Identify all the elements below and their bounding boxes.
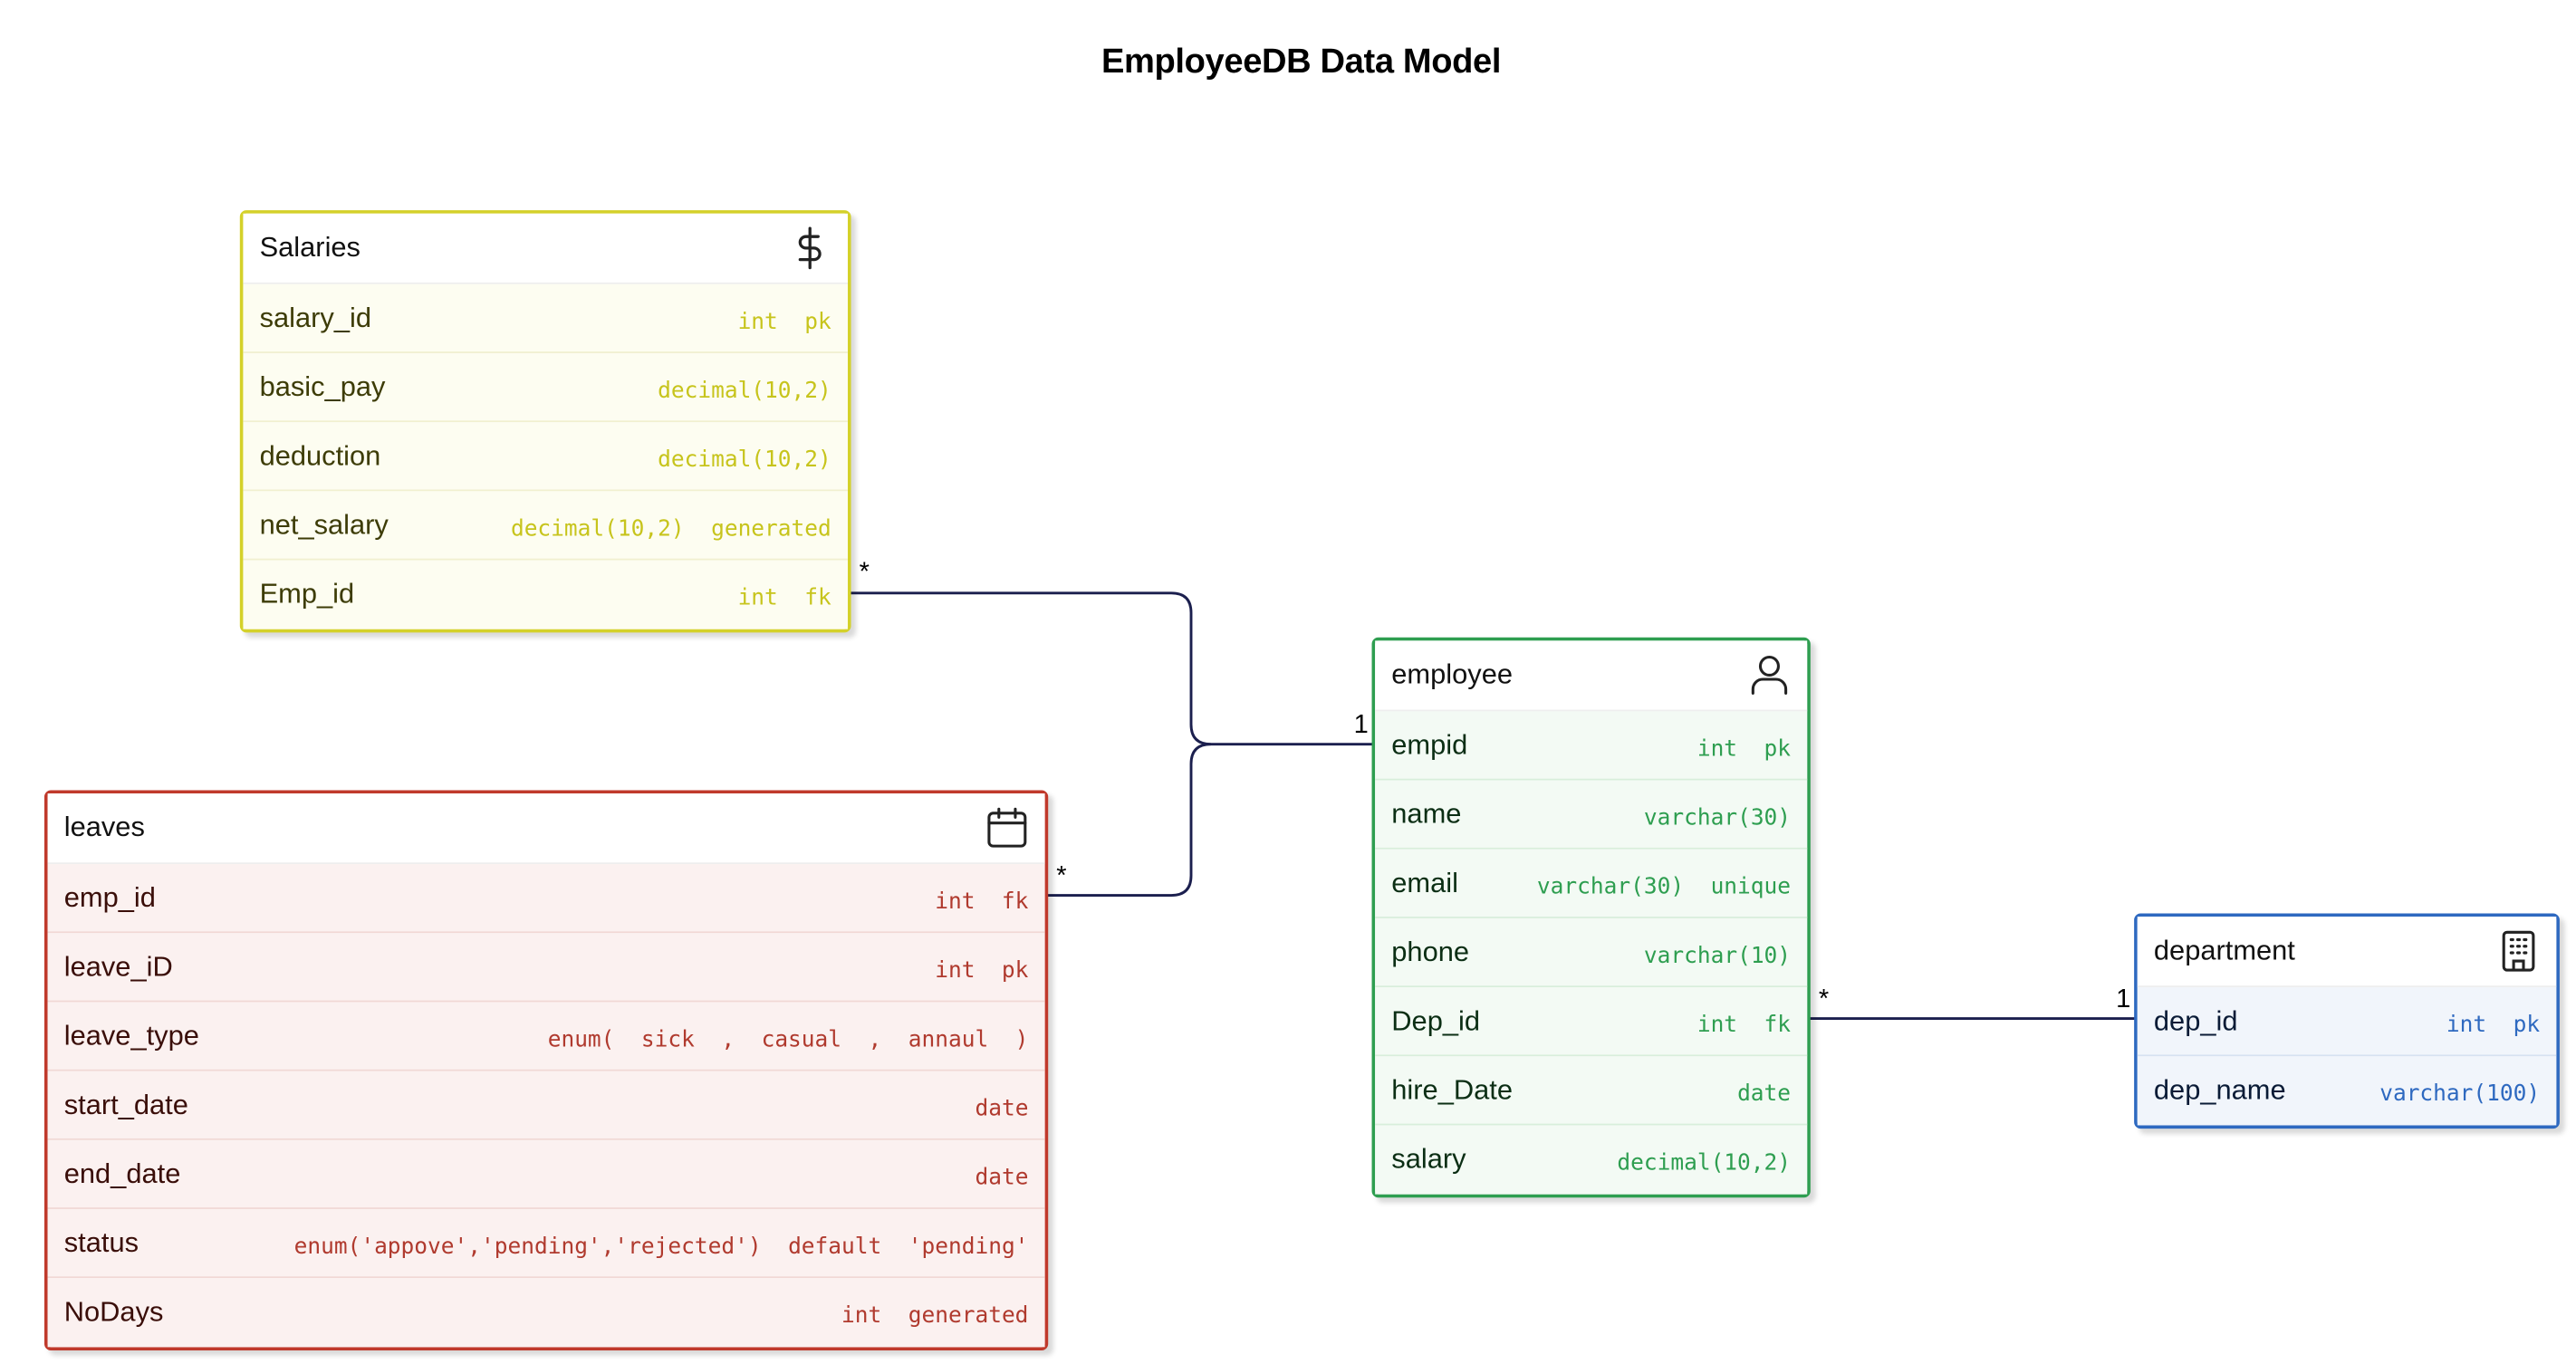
table-row[interactable]: email varchar(30) unique xyxy=(1375,849,1808,918)
column-type: varchar(30) unique xyxy=(1536,873,1792,900)
table-employee[interactable]: employee empid int pk name varchar(30) ema… xyxy=(1371,637,1811,1198)
column-name: Dep_id xyxy=(1391,1004,1481,1036)
column-type: decimal(10,2) xyxy=(658,377,831,404)
column-name: leave_iD xyxy=(63,950,173,982)
column-type: varchar(30) xyxy=(1643,803,1792,831)
cardinality-label: 1 xyxy=(1353,711,1369,740)
table-row[interactable]: dep_name varchar(100) xyxy=(2137,1056,2557,1126)
table-row[interactable]: net_salary decimal(10,2) generated xyxy=(243,491,848,561)
table-row[interactable]: status enum('appove','pending','rejected'… xyxy=(47,1208,1045,1279)
column-name: deduction xyxy=(259,439,381,471)
column-type: enum( sick , casual , annaul ) xyxy=(547,1025,1029,1052)
table-name: leaves xyxy=(63,812,145,843)
cardinality-label: * xyxy=(1056,862,1067,891)
column-name: email xyxy=(1391,866,1458,898)
table-row[interactable]: emp_id int fk xyxy=(47,864,1045,934)
column-type: enum('appove','pending','rejected') defa… xyxy=(293,1233,1029,1260)
column-name: salary_id xyxy=(259,301,372,333)
column-name: dep_id xyxy=(2153,1004,2238,1036)
table-header: Salaries xyxy=(243,213,848,284)
table-header: leaves xyxy=(47,793,1045,865)
column-name: phone xyxy=(1391,935,1470,967)
column-name: leave_type xyxy=(63,1019,199,1051)
column-type: decimal(10,2) xyxy=(1617,1149,1792,1177)
cardinality-label: 1 xyxy=(2116,985,2131,1014)
column-type: int pk xyxy=(1697,735,1792,762)
table-row[interactable]: deduction decimal(10,2) xyxy=(243,422,848,492)
column-name: dep_name xyxy=(2153,1074,2286,1106)
column-name: Emp_id xyxy=(259,578,355,610)
column-name: hire_Date xyxy=(1391,1073,1513,1105)
column-type: int generated xyxy=(841,1302,1029,1330)
table-row[interactable]: dep_id int pk xyxy=(2137,987,2557,1057)
table-name: Salaries xyxy=(259,231,360,264)
table-row[interactable]: NoDays int generated xyxy=(47,1278,1045,1348)
column-type: varchar(10) xyxy=(1643,942,1792,969)
table-department[interactable]: department dep_id int pk dep_name varchar(… xyxy=(2134,913,2560,1129)
column-type: varchar(100) xyxy=(2379,1081,2541,1108)
user-icon xyxy=(1748,654,1791,696)
table-row[interactable]: empid int pk xyxy=(1375,711,1808,781)
column-type: date xyxy=(1737,1080,1792,1107)
column-name: net_salary xyxy=(259,508,389,540)
column-name: status xyxy=(63,1226,139,1258)
column-type: int pk xyxy=(935,956,1029,984)
table-row[interactable]: hire_Date date xyxy=(1375,1056,1808,1126)
column-name: basic_pay xyxy=(259,370,386,402)
building-icon xyxy=(2497,930,2540,973)
calendar-icon xyxy=(985,807,1028,850)
table-row[interactable]: name varchar(30) xyxy=(1375,780,1808,850)
column-name: NoDays xyxy=(63,1296,164,1328)
table-row[interactable]: salary_id int pk xyxy=(243,283,848,353)
column-name: empid xyxy=(1391,728,1468,760)
table-row[interactable]: basic_pay decimal(10,2) xyxy=(243,352,848,423)
table-header: department xyxy=(2137,917,2557,988)
table-row[interactable]: start_date date xyxy=(47,1071,1045,1140)
table-row[interactable]: Emp_id int fk xyxy=(243,560,848,629)
column-type: date xyxy=(975,1094,1029,1121)
table-row[interactable]: leave_type enum( sick , casual , annaul ) xyxy=(47,1002,1045,1071)
dollar-icon xyxy=(789,226,831,270)
link-salaries-employee xyxy=(841,591,1382,746)
table-row[interactable]: salary decimal(10,2) xyxy=(1375,1125,1808,1195)
table-row[interactable]: Dep_id int fk xyxy=(1375,987,1808,1057)
column-name: end_date xyxy=(63,1157,181,1189)
column-type: int fk xyxy=(935,888,1029,915)
column-type: decimal(10,2) xyxy=(658,446,831,473)
table-name: employee xyxy=(1391,658,1513,690)
column-type: int pk xyxy=(737,308,831,335)
table-row[interactable]: phone varchar(10) xyxy=(1375,917,1808,988)
column-type: int fk xyxy=(737,584,831,611)
column-name: salary xyxy=(1391,1143,1466,1175)
column-type: decimal(10,2) generated xyxy=(510,514,831,542)
table-row[interactable]: end_date date xyxy=(47,1139,1045,1209)
cardinality-label: * xyxy=(1818,985,1830,1014)
column-type: int pk xyxy=(2446,1011,2541,1038)
column-type: int fk xyxy=(1697,1011,1792,1038)
column-name: name xyxy=(1391,797,1462,830)
table-header: employee xyxy=(1375,640,1808,712)
column-name: start_date xyxy=(63,1088,188,1120)
diagram-title: EmployeeDB Data Model xyxy=(1101,43,1502,81)
table-row[interactable]: leave_iD int pk xyxy=(47,933,1045,1003)
table-name: department xyxy=(2153,935,2295,966)
table-leaves[interactable]: leaves emp_id int fk leave_iD int pk leave… xyxy=(43,790,1049,1350)
cardinality-label: * xyxy=(859,558,870,587)
column-type: date xyxy=(975,1164,1029,1191)
column-name: emp_id xyxy=(63,881,156,913)
